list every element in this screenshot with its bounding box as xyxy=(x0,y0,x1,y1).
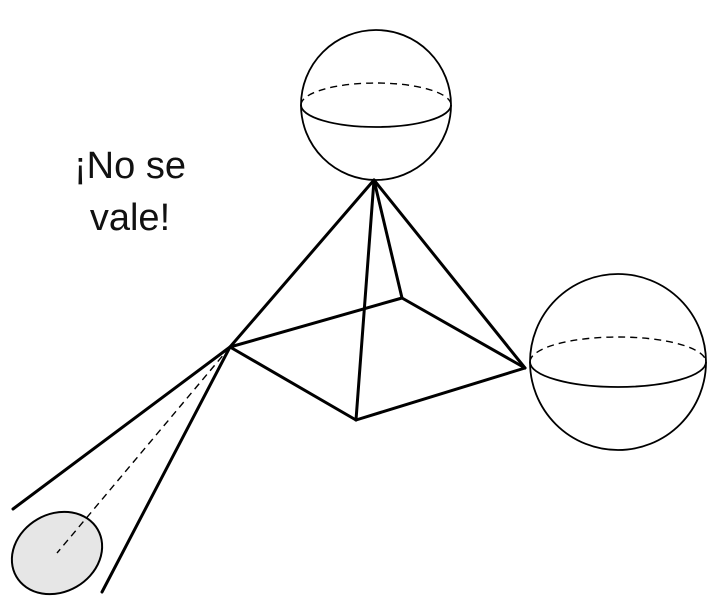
top-sphere xyxy=(300,29,452,181)
caption-text: ¡No se vale! xyxy=(40,140,220,244)
cone-side-right xyxy=(100,345,232,594)
top-sphere-equator-back xyxy=(300,82,452,106)
pyramid-base-front-right xyxy=(354,366,527,422)
pyramid-edge-left xyxy=(228,178,376,349)
caption-line-1: ¡No se xyxy=(74,145,186,187)
top-sphere-equator-front xyxy=(300,104,452,128)
top-sphere-outline xyxy=(300,29,452,181)
right-sphere-outline xyxy=(529,273,707,451)
pyramid-base-back-right xyxy=(400,296,527,370)
pyramid-edge-back xyxy=(372,178,404,300)
cone-side-left xyxy=(11,345,232,511)
cone-base xyxy=(10,510,104,596)
pyramid-edge-front xyxy=(354,178,376,422)
cone xyxy=(10,345,232,596)
right-sphere-equator-front xyxy=(529,361,707,388)
caption-line-2: vale! xyxy=(89,197,171,239)
right-sphere-equator-back xyxy=(529,336,707,363)
pyramid-base-back-left xyxy=(228,296,404,349)
pyramid xyxy=(228,178,527,422)
pyramid-edge-right xyxy=(372,178,527,370)
cone-axis xyxy=(56,346,231,554)
pyramid-base-front-left xyxy=(228,345,358,422)
right-sphere xyxy=(529,273,707,451)
